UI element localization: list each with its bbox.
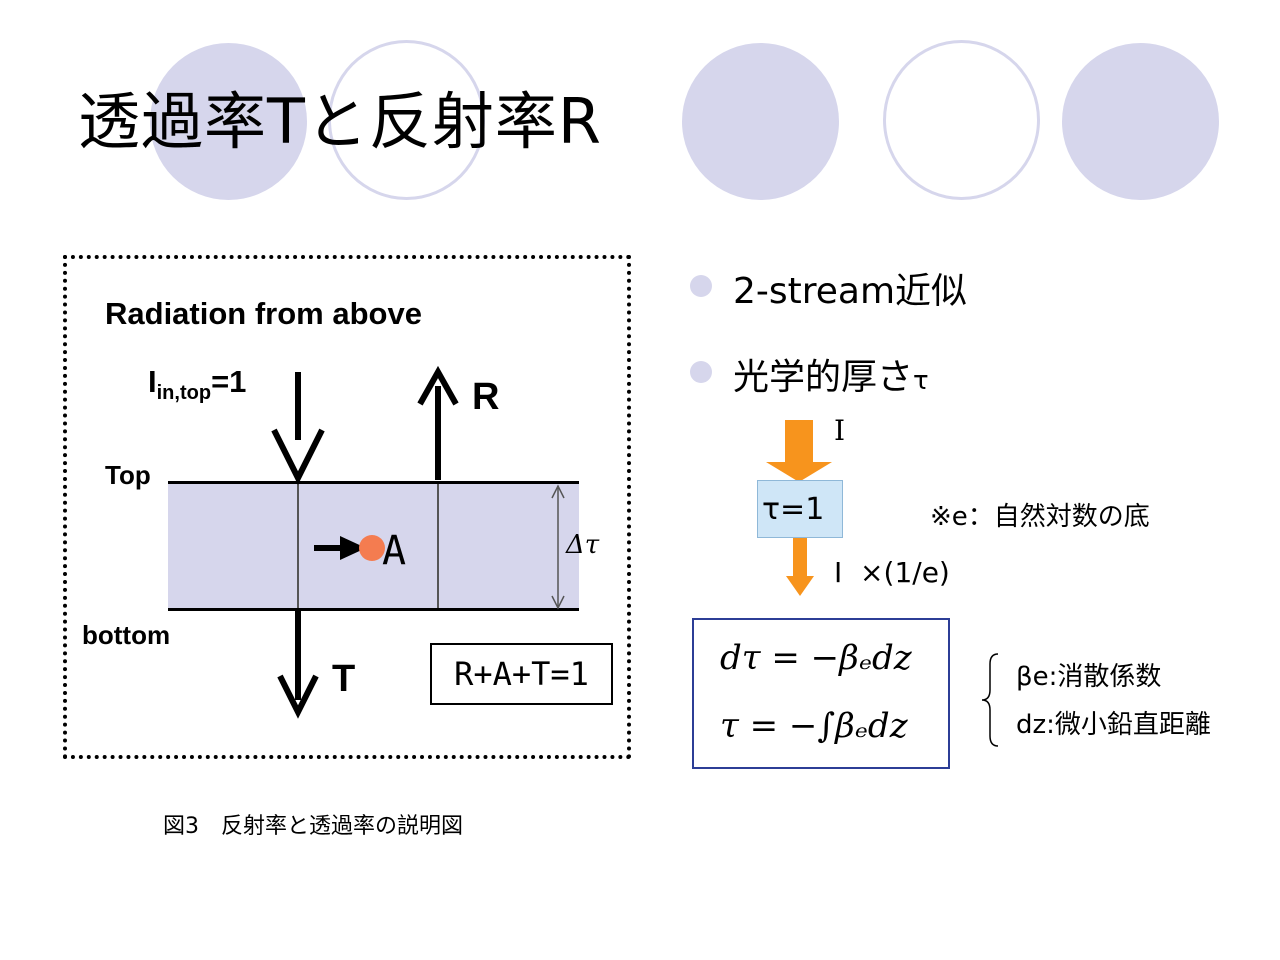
definition-2: dz:微小鉛直距離: [1016, 710, 1211, 740]
top-label: Top: [105, 460, 151, 490]
tau-input-label: I: [834, 414, 846, 447]
decor-circle-2: [328, 40, 485, 200]
definitions-brace: [981, 653, 999, 747]
incident-label: Iin,top=1: [148, 364, 246, 405]
bullet-dot-2: [690, 361, 712, 383]
definition-1: βe:消散係数: [1016, 662, 1162, 692]
tau-note: ※e：自然対数の底: [930, 502, 1150, 532]
transmit-arrow: [277, 610, 319, 719]
equation-2: τ = −∫βₑdz: [720, 706, 908, 746]
incident-label-sub: in,top: [156, 382, 212, 405]
reflect-arrow: [417, 365, 459, 480]
decor-circle-4: [883, 40, 1040, 200]
incident-arrow: [271, 372, 325, 485]
tau-output-label: I ×(1/e): [834, 556, 950, 589]
absorb-label: A: [382, 528, 407, 574]
absorb-arrow: [314, 536, 366, 560]
bullet-2: 光学的厚さτ: [733, 348, 929, 400]
incident-label-tail: =1: [211, 364, 247, 399]
delta-tau-label: Δτ: [566, 530, 600, 560]
bottom-label: bottom: [82, 620, 171, 650]
decor-circle-3: [682, 43, 839, 200]
transmit-label: T: [332, 658, 356, 700]
decor-circle-1: [150, 43, 307, 200]
slide-title: 透過率Tと反射率R: [78, 85, 602, 158]
decor-circle-5: [1062, 43, 1219, 200]
bullet-dot-1: [690, 275, 712, 297]
equation-1: dτ = −βₑdz: [720, 638, 912, 678]
absorb-dot: [359, 535, 385, 561]
reflect-label: R: [472, 376, 500, 418]
orange-output-arrow: [786, 538, 814, 596]
bullet-2-symbol: τ: [913, 366, 929, 396]
incident-label-main: I: [148, 364, 157, 399]
figure-caption: 図3 反射率と透過率の説明図: [163, 814, 463, 839]
bullet-2-text: 光学的厚さ: [733, 357, 914, 398]
figure-frame: [63, 255, 631, 759]
equation-box: dτ = −βₑdz τ = −∫βₑdz: [692, 618, 950, 769]
delta-tau-dimension: [551, 484, 565, 610]
orange-input-arrow: [766, 420, 832, 482]
tau-box: τ=1: [757, 480, 843, 538]
bullet-1: 2-stream近似: [733, 271, 968, 312]
relation-box: R+A+T=1: [430, 643, 613, 705]
figure-heading: Radiation from above: [105, 296, 422, 331]
